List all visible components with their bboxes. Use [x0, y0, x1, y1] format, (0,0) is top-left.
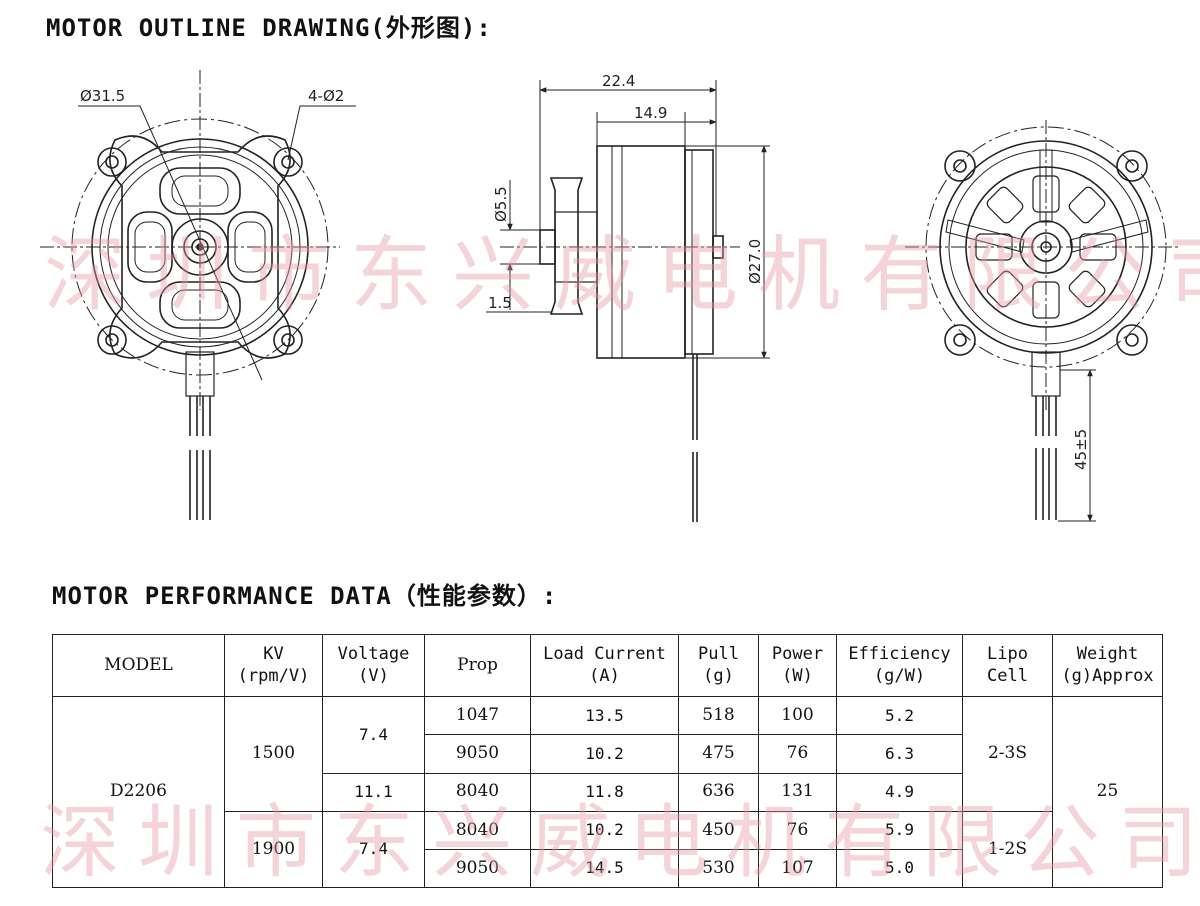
cell-voltage: 11.1	[322, 772, 425, 812]
cell-efficiency: 5.2	[836, 696, 963, 736]
cell-voltage: 7.4	[322, 696, 425, 774]
housing-diameter-label: Ø31.5	[80, 87, 125, 105]
cell-efficiency: 6.3	[836, 734, 963, 774]
cell-efficiency: 4.9	[836, 772, 963, 812]
header-prop: Prop	[424, 633, 531, 698]
cell-power: 131	[758, 772, 837, 812]
cell-kv: 1500	[224, 696, 323, 812]
cell-pull: 475	[678, 734, 759, 774]
body-diameter-label: Ø27.0	[746, 239, 764, 284]
rear-view	[905, 120, 1180, 520]
lead-length-label: 45±5	[1072, 429, 1090, 470]
cell-model: D2206	[52, 696, 225, 888]
table-header-row: MODEL KV(rpm/V) Voltage(V) Prop Load Cur…	[52, 633, 1163, 698]
cell-lipo-cell: 2-3S	[962, 696, 1053, 812]
header-model: MODEL	[52, 633, 225, 698]
cell-power: 107	[758, 848, 837, 889]
cell-power: 76	[758, 734, 837, 774]
cell-load-current: 10.2	[530, 810, 679, 850]
table-row: D2206 1500 7.4 1047 13.5 518 100 5.2 2-3…	[52, 696, 1163, 888]
cell-prop: 8040	[424, 772, 531, 812]
cell-power: 76	[758, 810, 837, 850]
cell-prop: 9050	[424, 848, 531, 889]
cell-kv: 1900	[224, 810, 323, 889]
cell-power: 100	[758, 696, 837, 736]
header-weight: Weight(g)Approx	[1052, 633, 1163, 698]
cell-efficiency: 5.0	[836, 848, 963, 889]
performance-table: MODEL KV(rpm/V) Voltage(V) Prop Load Cur…	[52, 633, 1163, 889]
mount-holes-label: 4-Ø2	[308, 87, 344, 105]
header-pull: Pull(g)	[678, 633, 759, 698]
cell-voltage: 7.4	[322, 810, 425, 889]
performance-data-heading: MOTOR PERFORMANCE DATA（性能参数）:	[52, 582, 558, 610]
total-length-label: 22.4	[602, 72, 635, 90]
cell-load-current: 14.5	[530, 848, 679, 889]
table-row: 9050 14.5 530 107 5.0	[53, 848, 1163, 889]
cell-weight: 25	[1052, 696, 1163, 888]
cell-pull: 518	[678, 696, 759, 736]
header-voltage: Voltage(V)	[322, 633, 425, 698]
body-length-label: 14.9	[634, 104, 667, 122]
shaft-diameter-label: Ø5.5	[492, 186, 510, 222]
cell-prop: 8040	[424, 810, 531, 850]
cell-pull: 636	[678, 772, 759, 812]
cell-lipo-cell: 1-2S	[962, 810, 1053, 889]
cell-efficiency: 5.9	[836, 810, 963, 850]
motor-outline-drawing: Ø31.5 4-Ø2 22.4 14.9 Ø5.5	[40, 70, 1180, 522]
front-view	[40, 70, 356, 520]
cell-prop: 9050	[424, 734, 531, 774]
flange-thickness-label: 1.5	[488, 294, 512, 312]
cell-load-current: 13.5	[530, 696, 679, 736]
cell-pull: 450	[678, 810, 759, 850]
cell-pull: 530	[678, 848, 759, 889]
cell-load-current: 11.8	[530, 772, 679, 812]
cell-load-current: 10.2	[530, 734, 679, 774]
header-kv: KV(rpm/V)	[224, 633, 323, 698]
header-load-current: Load Current(A)	[530, 633, 679, 698]
header-power: Power(W)	[758, 633, 837, 698]
outline-drawing-heading: MOTOR OUTLINE DRAWING(外形图):	[46, 14, 492, 42]
side-view	[500, 145, 740, 522]
cell-prop: 1047	[424, 696, 531, 736]
header-efficiency: Efficiency(g/W)	[836, 633, 963, 698]
